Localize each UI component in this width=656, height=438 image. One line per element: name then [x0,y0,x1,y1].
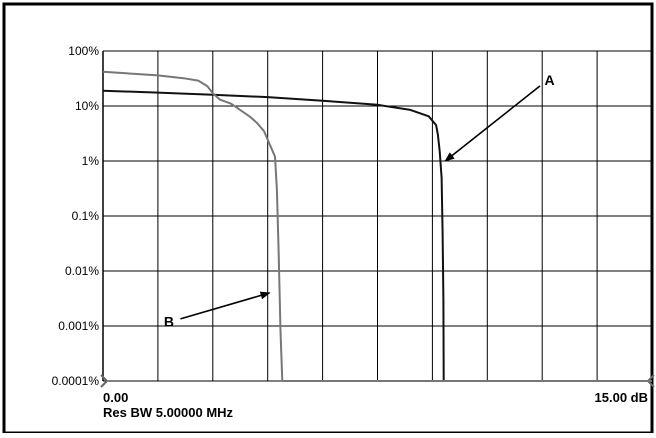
y-tick-label: 0.1% [72,209,100,223]
annotation-label-b: B [164,314,174,330]
y-tick-label: 1% [82,154,100,168]
series-line-a [102,89,652,382]
y-tick-labels: 100% 10% 1% 0.1% 0.01% 0.001% 0.0001% [52,44,100,388]
y-tick-label: 100% [68,44,99,58]
annotation-arrow-b [180,291,271,320]
series-layer [102,70,652,382]
annotation-arrow-a [444,85,541,162]
annotation-layer: AB [164,72,555,330]
series-line-b [102,70,652,382]
baseline-marker-left [100,374,109,388]
annotation-label-a: A [544,72,554,88]
res-bw-label: Res BW 5.00000 MHz [103,405,234,420]
y-tick-label: 0.001% [58,319,99,333]
x-start-label: 0.00 [103,390,128,405]
y-tick-label: 10% [75,99,99,113]
y-tick-label: 0.0001% [52,374,100,388]
y-tick-label: 0.01% [65,264,99,278]
x-end-label: 15.00 dB [595,390,648,405]
